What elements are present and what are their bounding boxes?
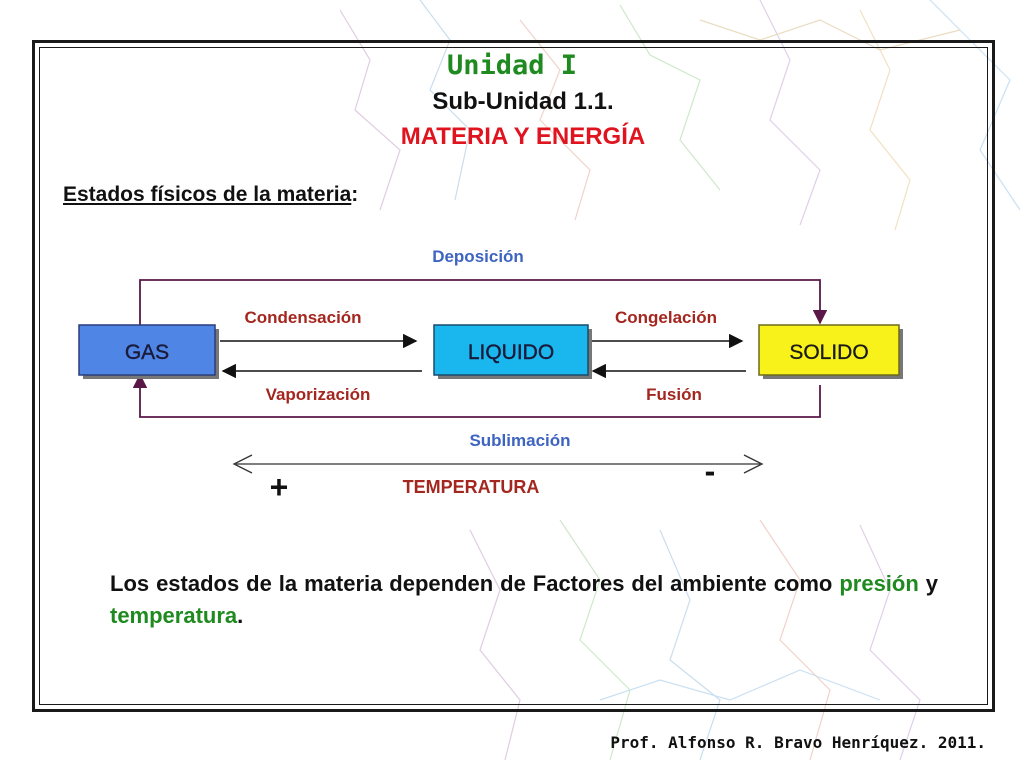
unit-title: Unidad I	[446, 50, 578, 81]
section-heading-text: Estados físicos de la materia	[63, 183, 352, 206]
author-footer: Prof. Alfonso R. Bravo Henríquez. 2011.	[610, 733, 986, 752]
deposition-line	[139, 279, 828, 325]
gas-state-box: GAS	[78, 324, 219, 379]
paragraph-text-1: Los estados de la materia dependen de Fa…	[110, 571, 840, 596]
sublimation-label: Sublimación	[469, 431, 570, 450]
solid-state-label: SOLIDO	[789, 341, 868, 364]
temperature-axis	[232, 454, 764, 474]
subunit-title: Sub-Unidad 1.1.	[432, 88, 614, 115]
paragraph-text-3: .	[237, 603, 244, 628]
states-of-matter-diagram: GAS LIQUIDO SOLIDO Deposición Condensaci…	[78, 247, 903, 505]
sublimation-line	[132, 373, 821, 418]
pressure-term: presión	[839, 571, 919, 596]
condensation-label: Condensación	[244, 308, 361, 327]
temperature-label: TEMPERATURA	[403, 477, 540, 497]
section-heading: Estados físicos de la materia:	[63, 183, 358, 207]
temperature-term: temperatura	[110, 603, 238, 628]
slide-frame	[32, 40, 995, 712]
solid-state-box: SOLIDO	[758, 324, 903, 379]
gas-state-label: GAS	[125, 341, 169, 364]
fusion-label: Fusión	[646, 385, 702, 404]
topic-title: MATERIA Y ENERGÍA	[400, 123, 646, 150]
liquid-state-label: LIQUIDO	[468, 341, 554, 364]
description-paragraph: Los estados de la materia dependen de Fa…	[110, 568, 938, 632]
freezing-label: Congelación	[615, 308, 717, 327]
section-heading-colon: :	[351, 183, 359, 206]
vaporization-label: Vaporización	[266, 385, 371, 404]
temperature-plus: +	[270, 469, 289, 505]
temperature-minus: -	[705, 453, 716, 489]
deposition-label: Deposición	[432, 247, 524, 266]
liquid-state-box: LIQUIDO	[433, 324, 592, 379]
slide-frame-inner	[39, 47, 988, 705]
paragraph-text-2: y	[918, 571, 938, 596]
